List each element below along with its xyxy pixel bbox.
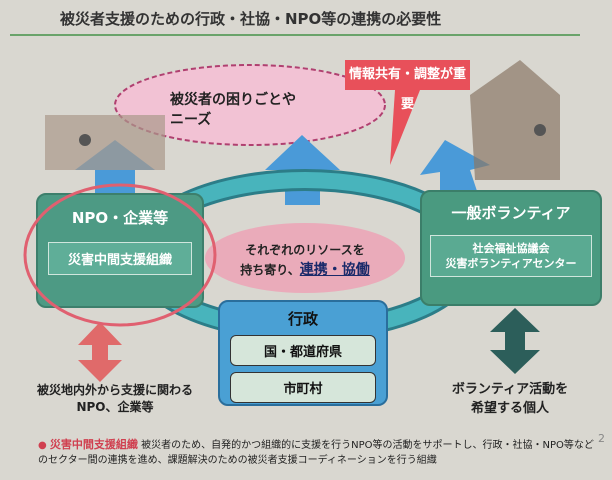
center-glow bbox=[205, 223, 405, 293]
government-item-municipality: 市町村 bbox=[230, 372, 376, 403]
cloud-line-1: 被災者の困りごとや bbox=[170, 92, 296, 108]
center-emphasis: 連携・協働 bbox=[299, 262, 370, 278]
volunteer-box: 一般ボランティア 社会福祉協議会 災害ボランティアセンター bbox=[420, 190, 602, 306]
illustration-left bbox=[45, 115, 165, 170]
volunteer-heading: 一般ボランティア bbox=[451, 204, 571, 222]
government-heading: 行政 bbox=[287, 310, 318, 328]
footnote-text: 被災者のため、自発的かつ組織的に支援を行うNPO等の活動をサポートし、行政・社協… bbox=[38, 440, 594, 466]
npo-box: NPO・企業等 災害中間支援組織 bbox=[36, 193, 204, 308]
social-welfare-line-2: 災害ボランティアセンター bbox=[445, 257, 577, 270]
center-prefix: 持ち寄り、 bbox=[240, 263, 300, 277]
illustration-right bbox=[470, 60, 560, 180]
left-double-arrow bbox=[78, 322, 122, 382]
center-text: それぞれのリソースを 持ち寄り、連携・協働 bbox=[215, 240, 395, 280]
social-welfare-box: 社会福祉協議会 災害ボランティアセンター bbox=[430, 235, 592, 277]
bullet-icon: ● bbox=[38, 440, 47, 451]
government-box: 行政 国・都道府県 市町村 bbox=[218, 300, 388, 406]
left-caption-line-2: NPO、企業等 bbox=[76, 400, 154, 414]
center-line-2: 持ち寄り、連携・協働 bbox=[215, 260, 395, 280]
callout-tail bbox=[390, 90, 420, 165]
intermediary-org-box: 災害中間支援組織 bbox=[48, 242, 192, 275]
npo-heading: NPO・企業等 bbox=[71, 209, 169, 227]
right-caption-line-2: 希望する個人 bbox=[470, 401, 549, 416]
center-line-1: それぞれのリソースを bbox=[245, 243, 365, 257]
arrow-up-right bbox=[420, 140, 490, 200]
left-caption: 被災地内外から支援に関わる NPO、企業等 bbox=[30, 382, 200, 416]
right-caption: ボランティア活動を 希望する個人 bbox=[440, 380, 580, 418]
right-caption-line-1: ボランティア活動を bbox=[451, 382, 569, 397]
social-welfare-line-1: 社会福祉協議会 bbox=[472, 242, 550, 255]
footnote: ● 災害中間支援組織 被災者のため、自発的かつ組織的に支援を行うNPO等の活動を… bbox=[38, 437, 598, 468]
needs-cloud-text: 被災者の困りごとや ニーズ bbox=[170, 90, 296, 130]
title-divider bbox=[10, 34, 580, 36]
callout-box: 情報共有・調整が重要 bbox=[345, 60, 470, 112]
page-title: 被災者支援のための行政・社協・NPO等の連携の必要性 bbox=[60, 10, 442, 28]
government-item-national-prefecture: 国・都道府県 bbox=[230, 335, 376, 366]
left-caption-line-1: 被災地内外から支援に関わる bbox=[36, 383, 193, 397]
page-number: 2 bbox=[598, 432, 605, 445]
needs-cloud bbox=[114, 64, 386, 146]
cloud-line-2: ニーズ bbox=[170, 112, 212, 128]
footnote-term: 災害中間支援組織 bbox=[49, 438, 138, 451]
right-double-arrow bbox=[490, 308, 540, 374]
